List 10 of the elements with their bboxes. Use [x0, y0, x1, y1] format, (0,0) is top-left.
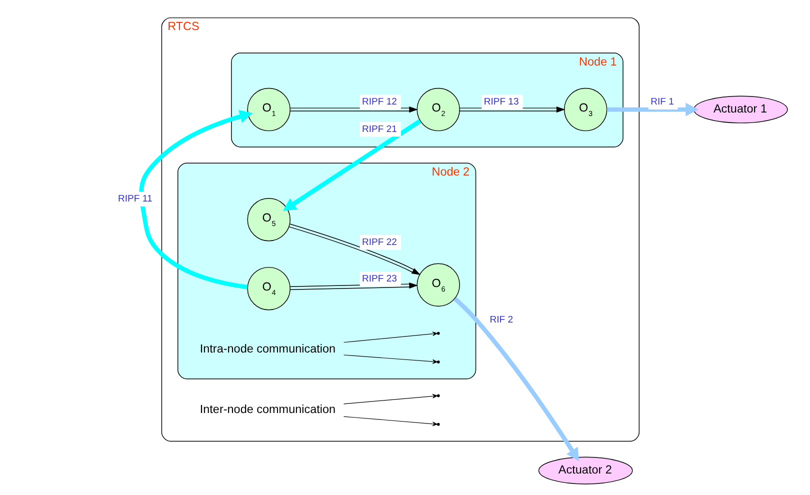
node-text: Inter-node communication: [200, 402, 336, 416]
edge-label: RIPF 23: [362, 273, 397, 284]
edge-label: RIPF 11: [118, 193, 152, 204]
edge-label: RIF 1: [650, 96, 674, 108]
edge-label: RIF 2: [490, 314, 513, 326]
node-text: Intra-node communication: [200, 342, 336, 355]
edge-label: RIPF 13: [484, 96, 519, 108]
edge-label: RIPF 22: [362, 236, 397, 248]
edge-label: RIPF 21: [362, 123, 397, 134]
edge-label: RIPF 12: [362, 96, 397, 108]
